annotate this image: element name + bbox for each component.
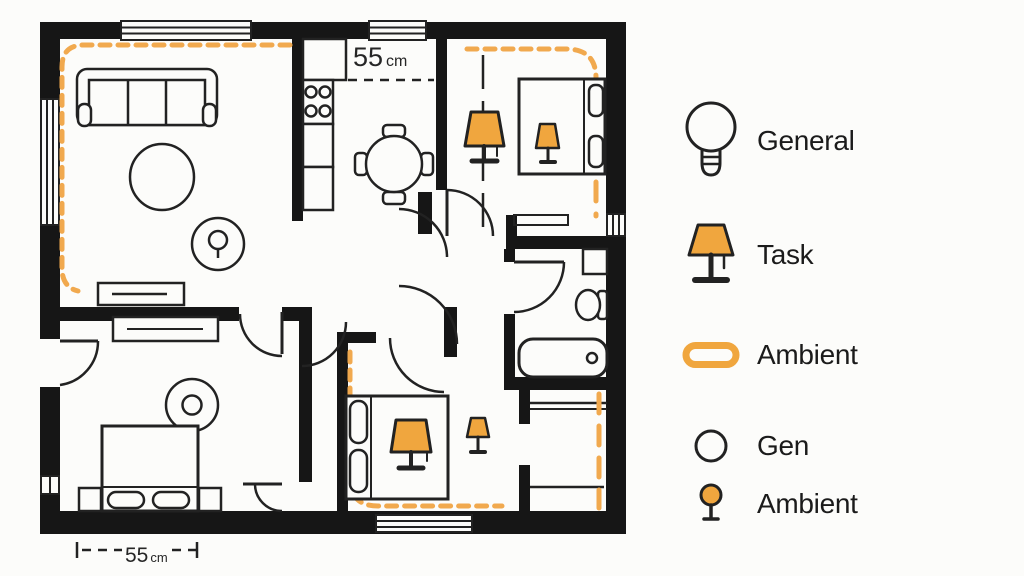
bulb-icon: [685, 101, 737, 177]
tv-console: [96, 281, 186, 307]
pin-lamp-icon: [699, 483, 723, 521]
wardrobe: [513, 214, 569, 226]
closet: [530, 391, 607, 511]
stove: [301, 78, 335, 126]
windows: [40, 20, 626, 533]
bathroom: [517, 247, 609, 379]
floor-lamp-symbol: [190, 216, 246, 272]
dimension-unit: cm: [150, 550, 168, 565]
nightstand: [197, 486, 223, 513]
sofa: [75, 67, 219, 128]
legend-item-ambient-pin: Ambient: [677, 482, 858, 526]
living-room: [59, 42, 293, 307]
task-lamp: [463, 110, 506, 164]
table-lamp-icon: [687, 223, 735, 283]
shelf: [581, 247, 609, 276]
legend-icon-box: [677, 221, 745, 289]
legend-icon-box: [677, 99, 745, 183]
bedroom-top-right: [463, 46, 607, 230]
task-lamp: [389, 418, 433, 471]
bedside-lamp: [534, 122, 561, 164]
legend-label: Task: [757, 239, 814, 270]
round-rug: [128, 142, 196, 212]
kitchen-dining: [301, 37, 435, 212]
dining-table: [353, 123, 435, 206]
circle-outline-icon: [694, 429, 728, 463]
bedroom-bottom-left: [77, 315, 223, 513]
legend-label: Ambient: [757, 339, 858, 370]
pill-outline-icon: [682, 342, 740, 368]
nightstand: [77, 486, 103, 513]
scale-bar: [75, 542, 199, 558]
double-bed: [100, 424, 200, 513]
bedroom-bottom-middle: [344, 349, 505, 509]
legend-item-general: General: [677, 97, 855, 185]
legend-item-gen: Gen: [677, 427, 809, 465]
bedside-lamp: [465, 416, 491, 454]
legend-icon-box: [677, 483, 745, 525]
ambient-strip: [59, 42, 293, 294]
dimension-unit: cm: [386, 53, 408, 70]
interior-walls: [60, 39, 626, 511]
double-bed: [517, 77, 607, 176]
upper-cabinet: [301, 37, 348, 82]
ambient-strip: [464, 46, 599, 81]
legend-icon-box: [677, 428, 745, 464]
counter: [301, 122, 335, 169]
counter: [301, 165, 335, 212]
dresser: [111, 315, 220, 343]
bathtub: [517, 337, 609, 379]
dimension-value: 55: [353, 42, 384, 72]
ceiling-light: [164, 377, 220, 433]
legend-icon-box: [677, 341, 745, 369]
legend-label: Ambient: [757, 488, 858, 519]
legend-item-ambient: Ambient: [677, 339, 858, 370]
legend-item-task: Task: [677, 220, 814, 290]
toilet: [574, 288, 609, 322]
legend-label: General: [757, 125, 855, 156]
dimension-value: 55: [125, 544, 149, 567]
door-arcs: [59, 188, 566, 513]
legend-label: Gen: [757, 430, 810, 461]
